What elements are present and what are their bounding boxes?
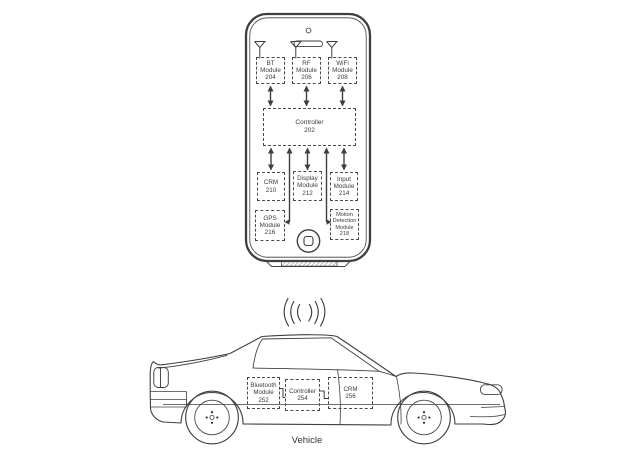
- car-body-outline: [149, 334, 507, 426]
- module-label-line: Module: [253, 389, 274, 397]
- module-label-line: Module: [332, 66, 353, 74]
- module-label-line: Controller: [289, 387, 316, 395]
- module-ref-number: 252: [258, 396, 269, 404]
- fender-door-seam: [396, 376, 402, 425]
- module-label-line: WiFi: [336, 59, 349, 67]
- side-glass-outline: [252, 337, 380, 372]
- phone-body: [244, 12, 372, 263]
- module-label-line: RF: [302, 59, 311, 67]
- module-label-line: Module: [297, 182, 318, 190]
- front-door-seam: [337, 368, 341, 425]
- vehicle-caption: Vehicle: [291, 435, 323, 446]
- module-label-line: BT: [266, 59, 275, 67]
- headlight-icon: [480, 384, 503, 395]
- speaker-icon: [293, 40, 323, 48]
- crm-module-box: CRM 210: [257, 172, 285, 201]
- module-ref-number: 208: [337, 74, 348, 82]
- wifi-module-box: WiFi Module 208: [328, 57, 357, 84]
- module-ref-number: 210: [265, 186, 277, 194]
- arrowhead-into-motion: [326, 219, 332, 225]
- module-label-line: Bluetooth: [250, 382, 277, 390]
- module-ref-number: 204: [265, 74, 276, 82]
- data-flow-arrows: [267, 85, 347, 225]
- module-label-line: Module: [260, 66, 281, 74]
- module-label-line: Display: [297, 175, 318, 183]
- module-ref-number: 214: [338, 190, 350, 198]
- gps-module-box: GPS Module 216: [255, 210, 285, 241]
- tail-light-icon: [153, 367, 169, 388]
- module-label-line: CRM: [263, 179, 279, 187]
- module-ref-number: 216: [264, 229, 276, 237]
- module-ref-number: 202: [304, 127, 315, 134]
- module-label-line: Input: [336, 175, 351, 183]
- module-ref-number: 206: [301, 74, 312, 82]
- smartphone-outline: [244, 12, 372, 267]
- camera-icon: [305, 27, 312, 34]
- input-module-box: Input Module 214: [330, 172, 358, 201]
- vehicle-controller-box: Controller 254: [285, 379, 320, 411]
- home-button-icon: [296, 229, 321, 253]
- module-ref-number: 212: [302, 189, 313, 197]
- dock-connector-icon: [265, 261, 352, 267]
- module-label-line: Module: [259, 221, 281, 229]
- module-ref-number: 256: [345, 393, 356, 400]
- display-module-box: Display Module 212: [293, 171, 322, 201]
- motion-detection-module-box: Motion Detection Module 218: [330, 209, 359, 240]
- module-ref-number: 218: [339, 230, 350, 237]
- rf-module-box: RF Module 206: [292, 57, 321, 84]
- module-ref-number: 254: [297, 395, 308, 402]
- module-label-line: Module: [296, 66, 317, 74]
- module-label-line: Module: [333, 182, 355, 190]
- module-label-line: Motion: [336, 212, 353, 218]
- vehicle-crm-box: CRM 256: [328, 377, 373, 409]
- vehicle-bluetooth-module-box: Bluetooth Module 252: [247, 377, 280, 409]
- module-label-line: Module: [335, 224, 354, 231]
- antenna-icon: [254, 41, 267, 59]
- trunk-spoiler-line: [158, 354, 228, 369]
- module-label-line: Detection: [332, 218, 357, 225]
- cowl-line: [378, 370, 397, 377]
- antenna-icon: [290, 41, 303, 59]
- car-module-connector-lines: [280, 388, 328, 399]
- vehicle-drawing: [149, 334, 507, 445]
- rear-bumper-lines: [150, 391, 187, 408]
- front-wheel-icon: [397, 390, 451, 445]
- module-label-line: CRM: [343, 385, 358, 393]
- phone-inner-bezel: [249, 17, 367, 258]
- rear-wheel-icon: [185, 390, 239, 445]
- module-label-line: GPS: [263, 214, 277, 222]
- arrowhead-into-gps: [284, 219, 290, 225]
- signal-waves-icon: [283, 297, 326, 327]
- antenna-icons: [254, 41, 339, 59]
- bt-module-box: BT Module 204: [256, 57, 285, 84]
- module-label-line: Controller: [295, 118, 324, 126]
- controller-box: Controller 202: [263, 108, 356, 146]
- front-bumper-lines: [469, 406, 506, 418]
- antenna-icon: [326, 41, 339, 59]
